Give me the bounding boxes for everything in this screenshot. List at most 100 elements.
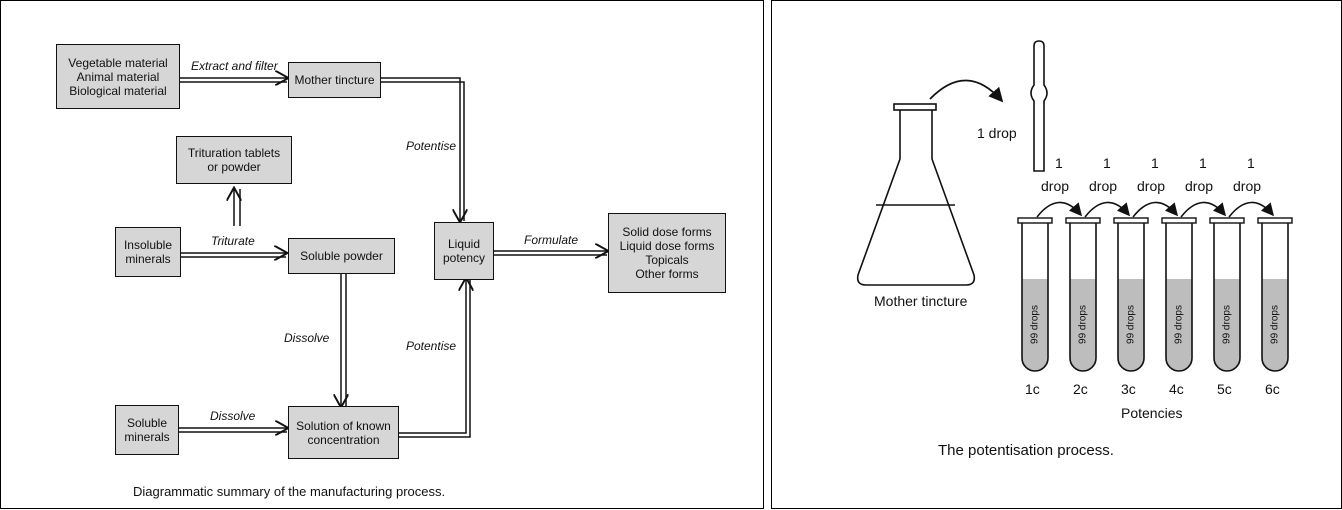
soluble-minerals-box: Soluble minerals [115,405,179,455]
tube-outline [1069,223,1097,372]
transfer-arrow [1180,201,1227,218]
tube-rim [1017,217,1053,224]
dose-form-other: Other forms [635,267,699,281]
transfer-arrow [1132,201,1179,218]
transfer-word: drop [1041,178,1070,194]
liquid-potency-line2: potency [442,251,486,265]
tube-rim [1209,217,1245,224]
soluble-minerals-line1: Soluble [126,416,168,430]
tube-contents-label: 99 drops [1077,305,1089,344]
mother-tincture-label: Mother tincture [294,73,375,87]
label-potentise-bottom: Potentise [406,339,457,353]
tube-outline [1117,223,1145,372]
tube-contents-label: 99 drops [1269,305,1281,344]
test-tubes [1017,217,1293,372]
transfer-word: drop [1233,178,1262,194]
raw-material-animal: Animal material [76,69,160,84]
potency-label-4c: 4c [1169,381,1184,397]
transfer-arrow [1084,201,1131,218]
transfer-word: drop [1185,178,1214,194]
potency-label-5c: 5c [1217,381,1232,397]
test-tube-3c [1113,217,1149,372]
one-drop-label: 1 drop [977,125,1017,141]
transfer-word: drop [1137,178,1166,194]
solution-line1: Solution of known [296,418,391,433]
transfer-number: 1 [1055,155,1063,171]
tube-outline [1213,223,1241,372]
label-extract: Extract and filter [191,59,278,73]
raw-materials-box: Vegetable material Animal material Biolo… [56,44,180,109]
raw-material-vegetable: Vegetable material [68,55,168,70]
test-tube-2c [1065,217,1101,372]
tube-outline [1261,223,1289,372]
test-tube-4c [1161,217,1197,372]
test-tube-6c [1257,217,1293,372]
transfer-arrows [1036,201,1275,218]
tube-liquid [1070,279,1096,371]
solution-box: Solution of known concentration [288,406,399,459]
soluble-powder-label: Soluble powder [300,249,383,263]
arrow-potentise-top [381,77,460,221]
transfer-number: 1 [1103,155,1111,171]
potency-label-6c: 6c [1265,381,1280,397]
transfer-number: 1 [1199,155,1207,171]
transfer-word: drop [1089,178,1118,194]
tube-rim [1065,217,1101,224]
dose-form-solid: Solid dose forms [622,225,712,239]
tube-contents-label: 99 drops [1125,305,1137,344]
dose-forms-box: Solid dose forms Liquid dose forms Topic… [608,213,726,293]
liquid-potency-box: Liquid potency [434,222,494,280]
tube-contents-label: 99 drops [1029,305,1041,344]
label-triturate: Triturate [211,234,255,248]
tube-liquid [1022,279,1048,371]
right-caption: The potentisation process. [938,442,1114,459]
tube-rim [1113,217,1149,224]
insoluble-line1: Insoluble [123,238,173,252]
test-tube-5c [1209,217,1245,372]
potency-label-1c: 1c [1025,381,1040,397]
soluble-minerals-line2: minerals [124,430,170,444]
manufacturing-process-panel: Vegetable material Animal material Biolo… [0,0,764,509]
potentisation-drawing [856,40,1293,372]
trituration-box: Trituration tablets or powder [176,136,292,184]
insoluble-minerals-box: Insoluble minerals [115,227,181,277]
transfer-arrow [1228,201,1275,218]
transfer-number: 1 [1247,155,1255,171]
tube-liquid [1118,279,1144,371]
tube-liquid [1214,279,1240,371]
tube-contents-label: 99 drops [1173,305,1185,344]
flask [856,103,976,286]
dose-form-topicals: Topicals [645,253,689,267]
trituration-line1: Trituration tablets [187,146,281,160]
tube-liquid [1166,279,1192,371]
flask-label: Mother tincture [874,293,968,309]
left-caption: Diagrammatic summary of the manufacturin… [133,484,446,499]
label-dissolve-bottom: Dissolve [210,409,256,423]
liquid-potency-line1: Liquid [447,237,481,251]
test-tube-1c [1017,217,1053,372]
label-formulate: Formulate [524,233,579,247]
dose-form-liquid: Liquid dose forms [619,239,715,253]
transfer-arrow [1036,201,1083,218]
potencies-axis-label: Potencies [1121,405,1183,421]
arrow-potentise-bottom [399,279,466,434]
flow-arrows [179,1,765,438]
potency-label-3c: 3c [1121,381,1136,397]
mother-tincture-box: Mother tincture [288,62,381,98]
transfer-number: 1 [1151,155,1159,171]
tube-liquid [1262,279,1288,371]
dropper [1030,40,1048,172]
raw-material-biological: Biological material [69,83,167,98]
solution-line2: concentration [307,432,380,447]
potentisation-panel: Mother tincture 1 drop 1 drop 1 drop 1 drop 1 d… [771,0,1342,509]
label-dissolve-mid: Dissolve [284,331,330,345]
label-potentise-top: Potentise [406,139,457,153]
tube-outline [1021,223,1049,372]
tube-outline [1165,223,1193,372]
pour-arrow [929,79,1004,103]
potency-label-2c: 2c [1073,381,1088,397]
insoluble-line2: minerals [125,252,171,266]
soluble-powder-box: Soluble powder [288,238,395,274]
trituration-line2: or powder [207,160,261,174]
tube-rim [1257,217,1293,224]
